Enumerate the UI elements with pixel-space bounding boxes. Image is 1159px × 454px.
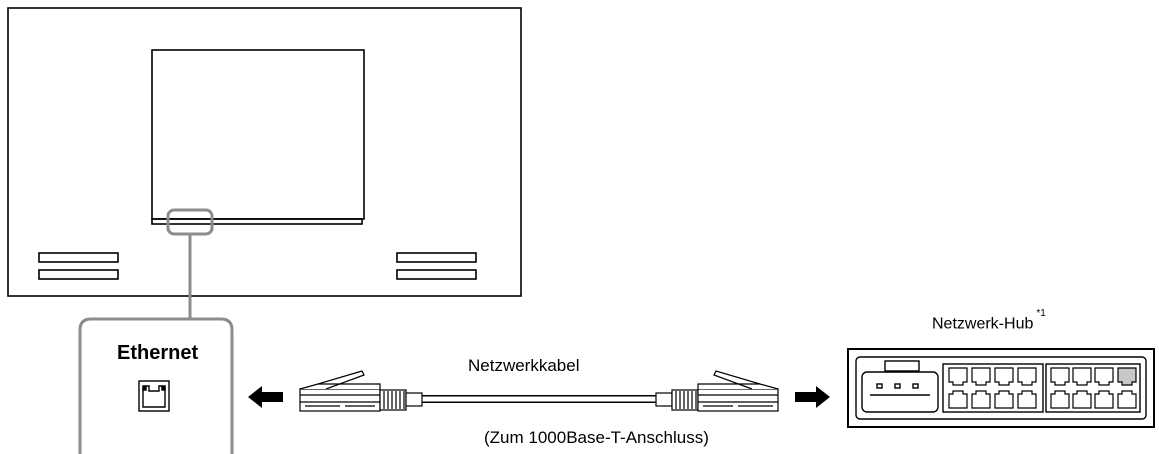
callout-box bbox=[78, 317, 234, 454]
monitor-rear bbox=[7, 7, 522, 297]
hub-port-active bbox=[1117, 367, 1137, 386]
hub-label-group: Netzwerk-Hub*1 bbox=[932, 308, 1046, 333]
port-note-label: (Zum 1000Base-T-Anschluss) bbox=[484, 428, 709, 447]
hub-port bbox=[1072, 367, 1092, 386]
hub-port bbox=[1017, 390, 1037, 409]
ethernet-callout bbox=[78, 208, 234, 454]
rj45-plug-right bbox=[655, 370, 779, 412]
vent-left bbox=[38, 252, 119, 280]
vent-right bbox=[396, 252, 477, 280]
hub-port bbox=[1094, 367, 1114, 386]
callout-highlight bbox=[166, 208, 214, 236]
hub-port bbox=[1050, 390, 1070, 409]
hub-port bbox=[971, 390, 991, 409]
monitor-stand-plate bbox=[151, 49, 365, 220]
hub-port bbox=[948, 390, 968, 409]
ethernet-label: Ethernet bbox=[117, 342, 199, 364]
hub-port bbox=[1094, 390, 1114, 409]
hub-port bbox=[1017, 367, 1037, 386]
arrow-left-icon bbox=[248, 386, 283, 408]
ethernet-port-icon bbox=[138, 380, 170, 412]
hub-port bbox=[1072, 390, 1092, 409]
network-hub-icon bbox=[847, 348, 1155, 428]
hub-label: Netzwerk-Hub bbox=[932, 315, 1034, 333]
hub-port bbox=[948, 367, 968, 386]
hub-port bbox=[994, 390, 1014, 409]
hub-footnote: *1 bbox=[1036, 308, 1046, 319]
monitor-outline bbox=[7, 7, 522, 297]
hub-port bbox=[994, 367, 1014, 386]
monitor-plate-ledge bbox=[151, 218, 363, 225]
cable-label: Netzwerkkabel bbox=[468, 356, 580, 375]
hub-port bbox=[971, 367, 991, 386]
hub-port bbox=[1050, 367, 1070, 386]
hub-port bbox=[1117, 390, 1137, 409]
hub-ports bbox=[948, 367, 1137, 409]
rj45-plug-left bbox=[299, 370, 423, 412]
arrow-right-icon bbox=[795, 386, 830, 408]
